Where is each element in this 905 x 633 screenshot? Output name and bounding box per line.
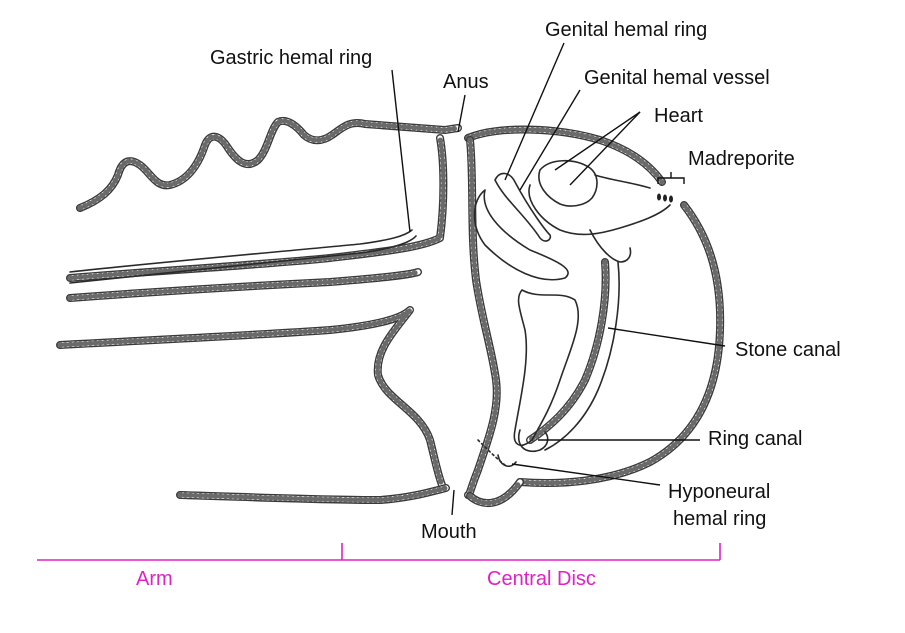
hyponeural-dots — [477, 439, 506, 466]
stone-canal-inner — [544, 261, 620, 451]
madreporite-pore — [663, 194, 667, 202]
label-genital-hemal-ring: Genital hemal ring — [545, 19, 707, 41]
internal-organs — [69, 159, 671, 467]
madreporite-pores — [657, 193, 673, 203]
leader-heart-1 — [554, 111, 641, 171]
disc-wall — [464, 125, 725, 487]
label-hyponeural-hemal-ring-line2: hemal ring — [673, 508, 766, 530]
leader-stone-canal — [607, 327, 726, 347]
label-genital-hemal-vessel: Genital hemal vessel — [584, 67, 770, 89]
scale-label-central-disc: Central Disc — [487, 568, 596, 590]
leader-mouth — [451, 489, 455, 516]
label-gastric-hemal-ring: Gastric hemal ring — [210, 47, 372, 69]
leader-genital-hemal-ring — [504, 42, 565, 181]
label-heart: Heart — [654, 105, 703, 127]
madreporite-pore — [669, 195, 673, 203]
body-walls — [56, 116, 725, 508]
label-hyponeural-hemal-ring-line1: Hyponeural — [668, 481, 770, 503]
scale-bar: Arm Central Disc — [37, 543, 721, 590]
gastric-hemal-vessel — [69, 229, 413, 273]
heart-outline — [538, 159, 598, 207]
madreporite-bracket — [657, 172, 685, 184]
genital-vessel-loop — [494, 172, 552, 242]
leader-gastric-hemal-ring — [391, 69, 411, 233]
ring-canal-loop — [518, 429, 549, 452]
leader-anus — [457, 94, 466, 133]
madreporite-pore — [657, 193, 661, 201]
label-stone-canal: Stone canal — [735, 339, 841, 361]
leader-heart-2 — [569, 111, 641, 186]
axial-sinus — [589, 229, 632, 263]
label-mouth: Mouth — [421, 521, 477, 543]
label-anus: Anus — [443, 71, 489, 93]
label-madreporite: Madreporite — [688, 148, 795, 170]
central-sac — [513, 289, 580, 446]
leader-lines — [391, 42, 726, 516]
gonad-loop — [473, 189, 569, 281]
leader-hyponeural — [511, 463, 661, 486]
axial-organ — [528, 174, 671, 236]
labels: Gastric hemal ring Anus Genital hemal ri… — [210, 19, 841, 543]
scale-label-arm: Arm — [136, 568, 173, 590]
label-ring-canal: Ring canal — [708, 428, 803, 450]
leader-genital-hemal-vessel — [519, 89, 581, 191]
